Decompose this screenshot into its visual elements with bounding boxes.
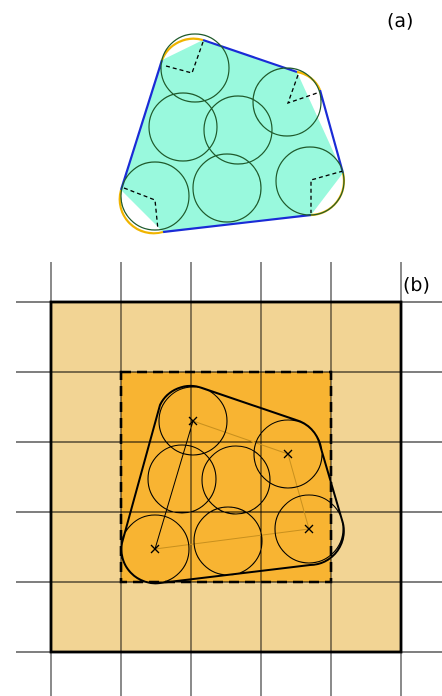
- circle: [148, 92, 218, 162]
- hull-edge-bottom: [162, 213, 312, 234]
- hull-region: [121, 40, 343, 232]
- circle: [274, 494, 344, 564]
- circle: [201, 445, 271, 515]
- corner-arc-top-left: [160, 37, 204, 61]
- panel-a: (a): [118, 10, 413, 235]
- radius-marker-top-left: [165, 41, 204, 74]
- center-connections: [154, 420, 310, 550]
- circle: [275, 146, 345, 216]
- hull-edge-right: [318, 89, 345, 174]
- hull-edge-left: [119, 59, 164, 191]
- inner-dashed-boundary: [119, 370, 333, 584]
- connection-line: [192, 420, 289, 455]
- inner-cell-region: [121, 372, 331, 582]
- circle: [120, 161, 190, 231]
- panel-b: (b): [16, 262, 442, 696]
- radius-marker-top-right: [286, 74, 321, 105]
- circle: [203, 95, 273, 165]
- circle: [252, 67, 322, 137]
- corner-arc-bottom-left: [118, 189, 164, 235]
- circle: [253, 419, 323, 489]
- circle: [147, 444, 217, 514]
- center-markers: [150, 416, 314, 554]
- hull-edge-top: [202, 38, 298, 74]
- connection-line: [287, 453, 310, 530]
- circle: [120, 514, 190, 584]
- radius-markers: [123, 41, 344, 231]
- circle: [192, 153, 262, 223]
- packed-circles-b: [120, 386, 344, 584]
- panel-a-label: (a): [387, 10, 413, 32]
- center-marker: [150, 544, 160, 554]
- packed-circles-a: [120, 33, 345, 231]
- diameter-line: [154, 420, 194, 550]
- center-marker: [283, 449, 293, 459]
- center-marker: [304, 524, 314, 534]
- circle: [158, 386, 228, 456]
- circle: [160, 33, 230, 103]
- panel-b-label: (b): [403, 274, 430, 296]
- connection-line: [154, 528, 310, 550]
- hull-edges: [119, 38, 345, 234]
- outer-boundary: [49, 300, 403, 654]
- circle: [193, 506, 263, 576]
- center-marker: [188, 416, 198, 426]
